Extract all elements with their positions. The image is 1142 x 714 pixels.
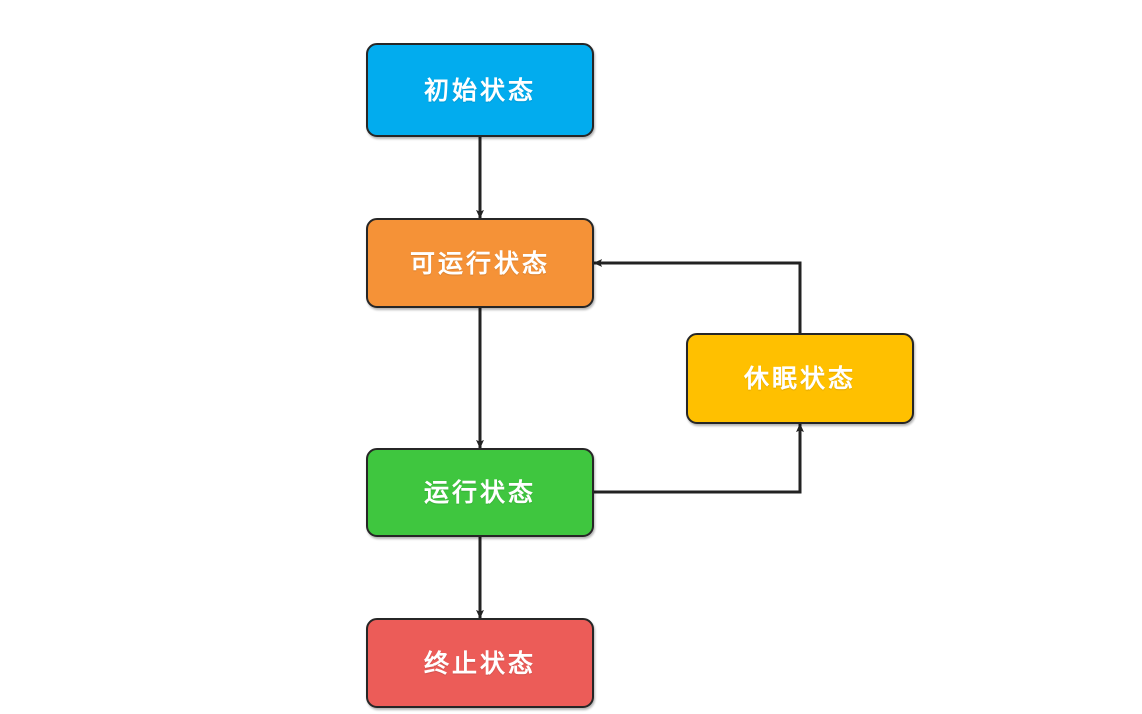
node-initial-state-label: 初始状态 bbox=[423, 75, 536, 105]
node-dormant-state-label: 休眠状态 bbox=[743, 364, 856, 393]
node-running-state-label: 运行状态 bbox=[423, 478, 536, 507]
node-terminated-state[interactable]: 终止状态 bbox=[366, 618, 594, 708]
node-running-state[interactable]: 运行状态 bbox=[366, 448, 594, 537]
node-runnable-state[interactable]: 可运行状态 bbox=[366, 218, 594, 308]
node-dormant-state[interactable]: 休眠状态 bbox=[686, 333, 914, 424]
node-initial-state[interactable]: 初始状态 bbox=[366, 43, 594, 137]
edge-dormant-to-runnable bbox=[593, 259, 802, 333]
node-runnable-state-label: 可运行状态 bbox=[409, 248, 550, 278]
node-terminated-state-label: 终止状态 bbox=[423, 648, 536, 678]
edge-running-to-dormant bbox=[594, 423, 804, 494]
